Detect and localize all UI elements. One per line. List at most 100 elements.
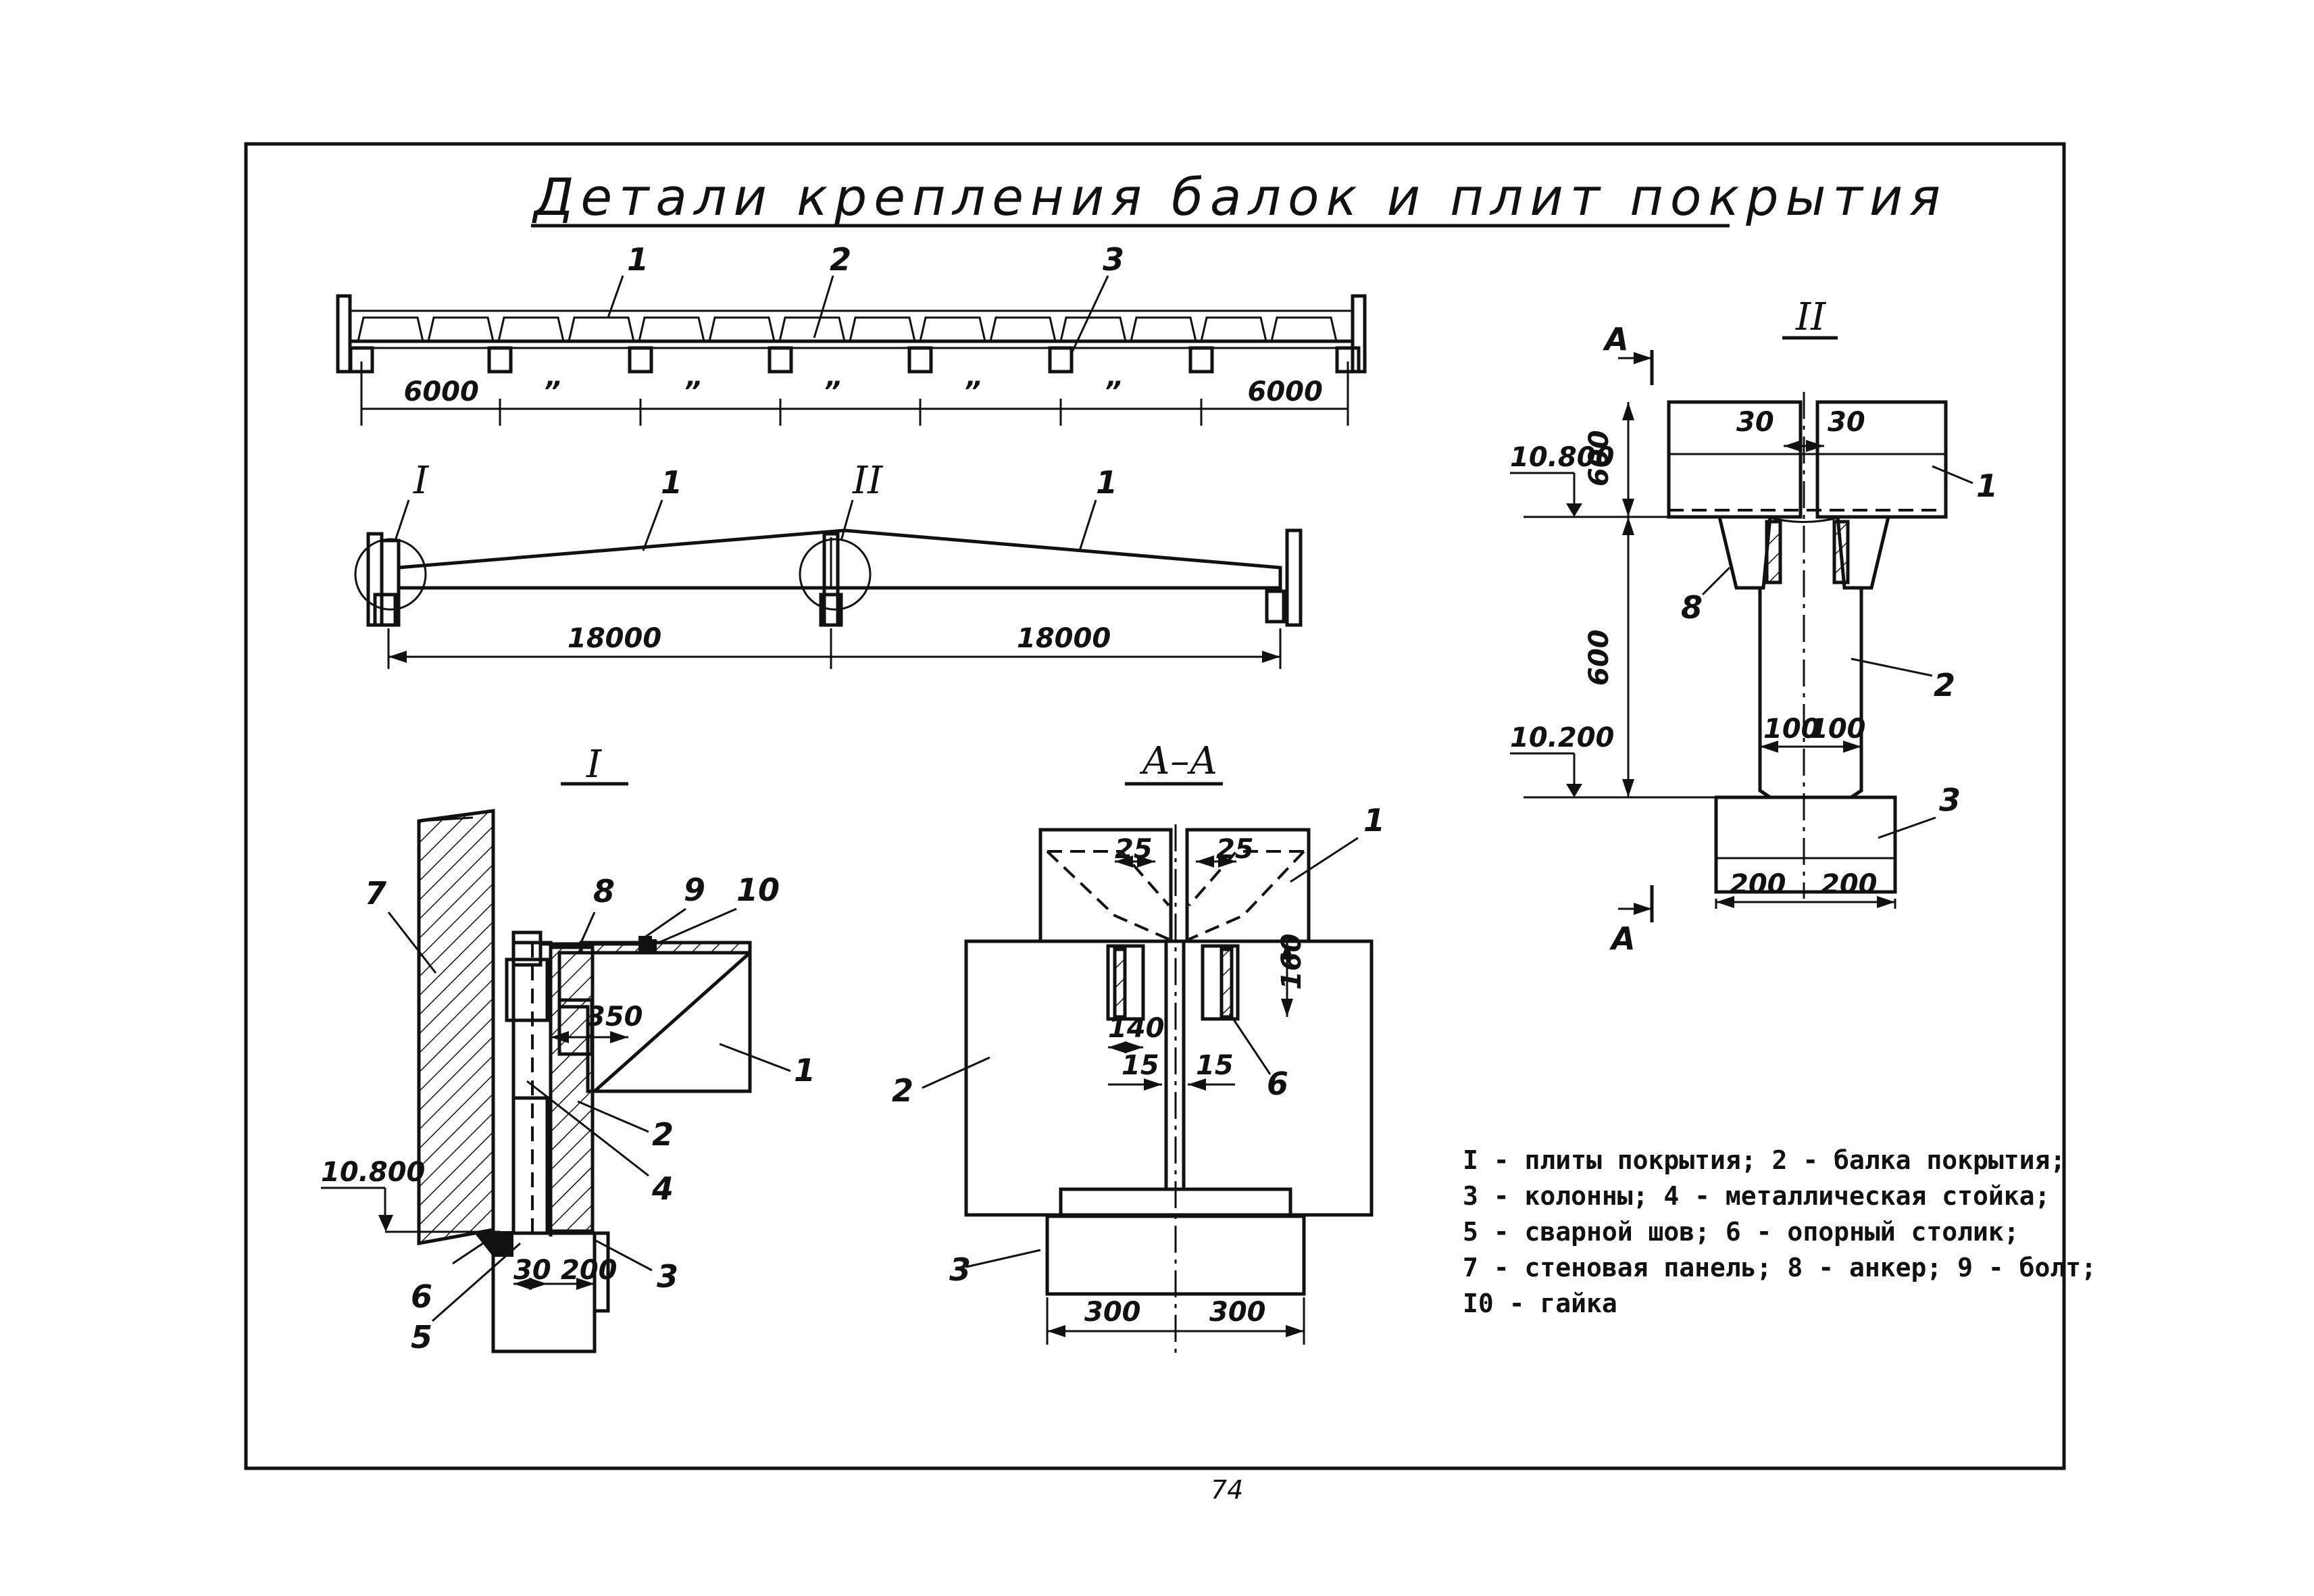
plan-slab [1130,316,1197,343]
detail-II: II А А 30 30 600 600 100 100 200 20 [1510,295,1998,957]
AA-callout-2: 2 [892,1072,913,1109]
detail-I-callout-10: 10 [736,872,780,908]
plan-dim-label: ” [684,376,701,407]
plan-slab [989,316,1057,343]
section-dim-18000-left: 18000 [568,623,661,654]
plan-slab [1200,316,1267,343]
dim-30-right: 30 [1828,407,1865,438]
detail-I-callout-7: 7 [365,875,386,912]
section-node-marker-II [799,538,872,611]
nut [649,939,657,953]
dim-100-left: 100 [1763,714,1820,745]
plan-column [768,346,793,374]
section-callout-1-right: 1 [1096,464,1117,501]
AA-callout-3: 3 [949,1251,971,1288]
dim-200: 200 [561,1255,618,1286]
section-node-marker-I [354,538,427,611]
dim-25-left: 25 [1115,834,1153,865]
AA-callout-6: 6 [1267,1066,1288,1102]
detail-I-callout-5: 5 [411,1319,432,1355]
detail-AA: А–А 25 25 160 140 15 15 300 300 1 [892,739,1385,1358]
legend-line-4: 7 - стеновая панель; 8 - анкер; 9 - болт… [1463,1253,2096,1282]
detail-I-callout-6: 6 [411,1278,432,1315]
plan-slab [919,316,986,343]
plan-column [628,346,653,374]
dim-350: 350 [586,1001,643,1032]
dim-300-right: 300 [1209,1297,1266,1328]
plan-dim-label: 6000 [1248,376,1323,407]
section-marker-II: II [852,459,884,503]
dim-300-left: 300 [1084,1297,1141,1328]
cut-label-bottom: А [1609,920,1636,957]
legend-line-2: 3 - колонны; 4 - металлическая стойка; [1463,1181,2050,1211]
column-3 [1714,795,1897,894]
plan-callout-2: 2 [830,241,851,278]
plan-column [1048,346,1074,374]
roof-plan-view: 6000 ” ” ” ” ” 6000 1 2 3 [336,241,1367,426]
legend-line-5: I0 - гайка [1463,1289,1617,1318]
plan-column [1188,346,1214,374]
II-callout-3: 3 [1939,782,1961,818]
detail-I-callout-8: 8 [593,873,615,909]
legend-line-3: 5 - сварной шов; 6 - опорный столик; [1463,1217,2019,1247]
plan-slab [1059,316,1127,343]
level-10800-detail-II: 10.800 [1510,442,1614,473]
plan-column [907,346,933,374]
plan-column [487,346,513,374]
dim-100-right: 100 [1809,714,1866,745]
plan-slab [357,316,424,343]
legend-line-1: I - плиты покрытия; 2 - балка покрытия; [1463,1145,2065,1175]
plan-slab [849,316,916,343]
detail-AA-title: А–А [1139,739,1218,783]
plan-dim-label: ” [824,376,841,407]
page-number: 74 [1211,1475,1243,1505]
dim-15-left: 15 [1122,1050,1159,1081]
dim-160: 160 [1276,934,1307,991]
detail-I: I 10.800 350 30 200 7 [321,743,815,1355]
AA-callout-1: 1 [1363,802,1385,839]
plan-dim-label: 6000 [404,376,479,407]
plan-slab [638,316,705,343]
beam-section-view: 18000 18000 I II 1 1 [354,459,1303,669]
legend: I - плиты покрытия; 2 - балка покрытия; … [1463,1145,2096,1318]
plan-callout-1: 1 [627,241,649,278]
section-callout-1-left: 1 [661,464,682,501]
plan-slab [427,316,495,343]
level-10800-detail-I: 10.800 [321,1157,425,1188]
dim-600-top: 600 [1584,430,1615,487]
detail-I-callout-9: 9 [684,872,705,908]
detail-I-callout-2: 2 [652,1116,674,1153]
II-callout-1: 1 [1976,468,1998,504]
section-dim-18000-right: 18000 [1017,623,1111,654]
level-10200-detail-II: 10.200 [1510,722,1614,753]
detail-I-callout-4: 4 [651,1170,674,1207]
cut-label-top: А [1603,321,1629,357]
plan-slab [568,316,635,343]
dim-600-bottom: 600 [1584,630,1615,687]
plan-slab [497,316,565,343]
dim-25-right: 25 [1216,834,1254,865]
plan-dim-label: ” [543,376,561,407]
plan-slab [778,316,846,343]
detail-I-callout-1: 1 [794,1052,815,1089]
plan-dim-label: ” [963,376,981,407]
detail-II-title: II [1795,295,1827,339]
dim-200-left: 200 [1730,869,1786,900]
plan-slab [708,316,776,343]
detail-I-callout-3: 3 [657,1258,678,1295]
beam-elevation [964,939,1374,1217]
plan-dim-label: ” [1104,376,1122,407]
beam-body [1758,588,1863,799]
dim-140: 140 [1108,1013,1165,1044]
II-callout-8: 8 [1681,589,1703,626]
dim-30-left: 30 [1736,407,1774,438]
plan-slab [1270,316,1338,343]
II-callout-2: 2 [1934,667,1955,703]
support-bracket [473,1231,513,1257]
wall-panel [417,809,495,1245]
dim-200-right: 200 [1821,869,1878,900]
plan-callout-3: 3 [1103,241,1124,278]
dim-30: 30 [513,1255,551,1286]
section-marker-I: I [413,459,430,503]
